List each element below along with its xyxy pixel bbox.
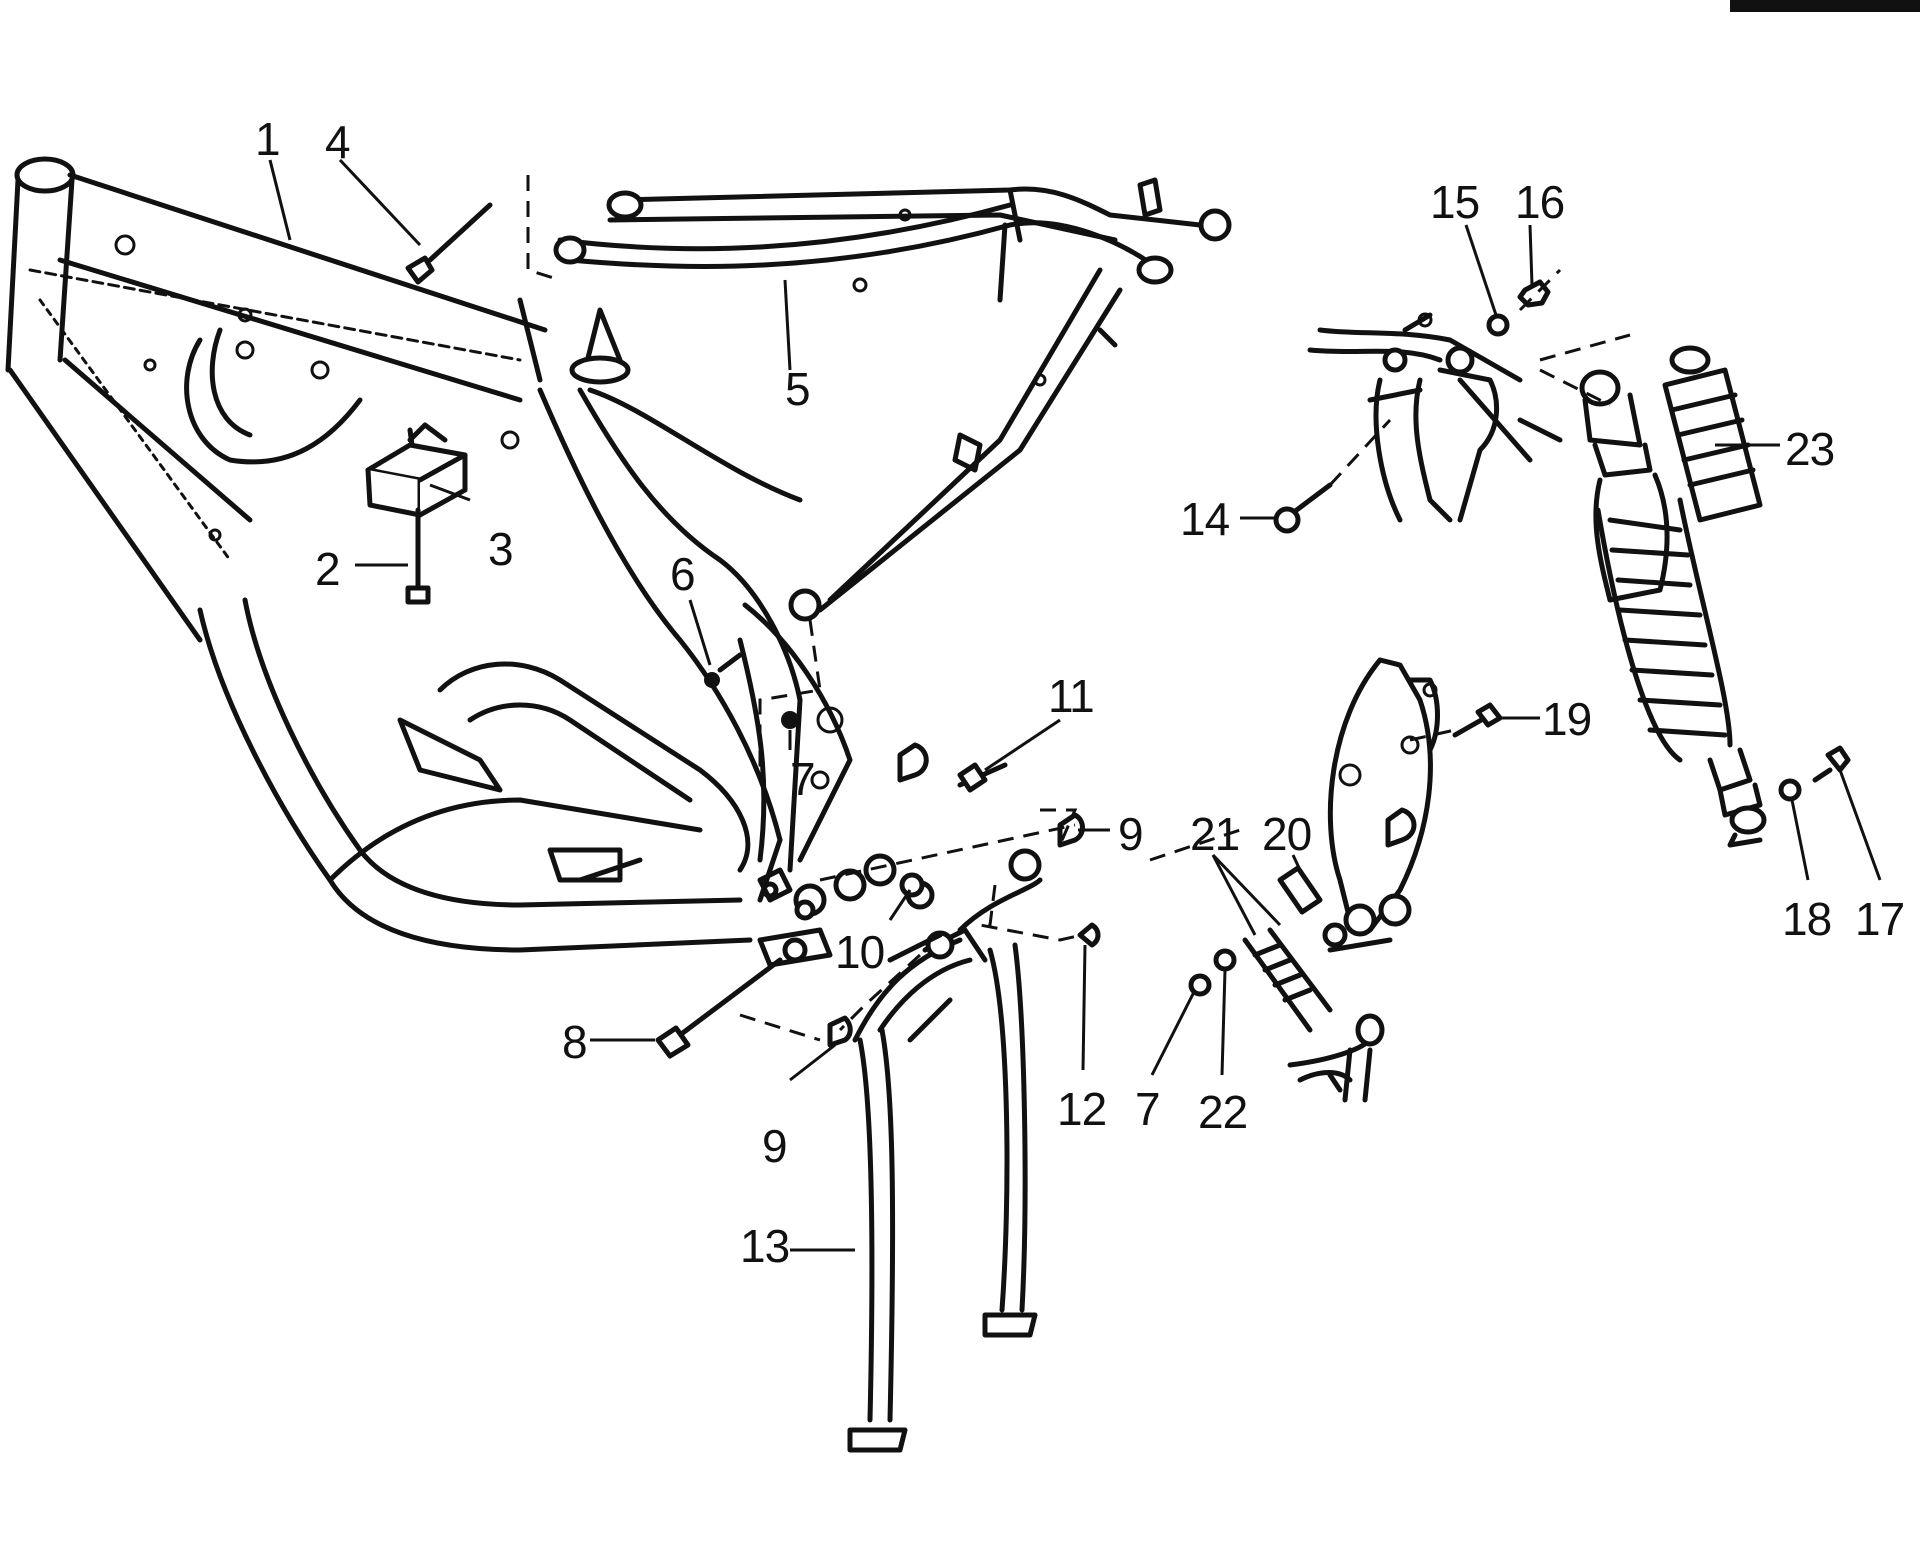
callout-2: 2 — [315, 543, 340, 595]
fasteners — [405, 202, 1851, 1059]
callout-21: 21 — [1190, 808, 1239, 860]
callout-labels: 1 2 3 4 5 6 7 7 8 9 9 10 11 12 13 14 15 … — [255, 113, 1905, 1272]
main-frame — [5, 156, 935, 968]
callout-18: 18 — [1782, 893, 1831, 945]
callout-8: 8 — [562, 1016, 587, 1068]
assembly-lines — [526, 175, 1631, 1042]
callout-6: 6 — [670, 548, 695, 600]
callout-12: 12 — [1057, 1083, 1106, 1135]
callout-23: 23 — [1785, 423, 1834, 475]
callout-16: 16 — [1515, 176, 1564, 228]
callout-1: 1 — [255, 113, 280, 165]
rear-subframe — [553, 177, 1232, 622]
callout-11: 11 — [1048, 670, 1094, 722]
callout-4: 4 — [325, 116, 350, 168]
callout-7a: 7 — [790, 753, 815, 805]
callout-5: 5 — [785, 363, 810, 415]
pivot-plate — [1287, 657, 1440, 1103]
callout-7b: 7 — [1135, 1083, 1160, 1135]
side-stand — [847, 848, 1043, 1453]
corner-mark — [1730, 0, 1920, 12]
leader-lines — [268, 158, 1882, 1252]
part-3-block — [365, 427, 468, 518]
callout-17: 17 — [1855, 893, 1904, 945]
callout-22: 22 — [1198, 1086, 1247, 1138]
callout-19: 19 — [1542, 693, 1591, 745]
callout-10: 10 — [835, 926, 884, 978]
rear-shock-absorber — [1579, 345, 1767, 848]
callout-9b: 9 — [762, 1120, 787, 1172]
callout-13: 13 — [740, 1220, 789, 1272]
shock-mount-detail — [1307, 312, 1563, 523]
callout-9a: 9 — [1118, 808, 1143, 860]
callout-14: 14 — [1180, 493, 1230, 545]
callout-20: 20 — [1262, 808, 1311, 860]
callout-15: 15 — [1430, 176, 1479, 228]
callout-3: 3 — [488, 523, 513, 575]
